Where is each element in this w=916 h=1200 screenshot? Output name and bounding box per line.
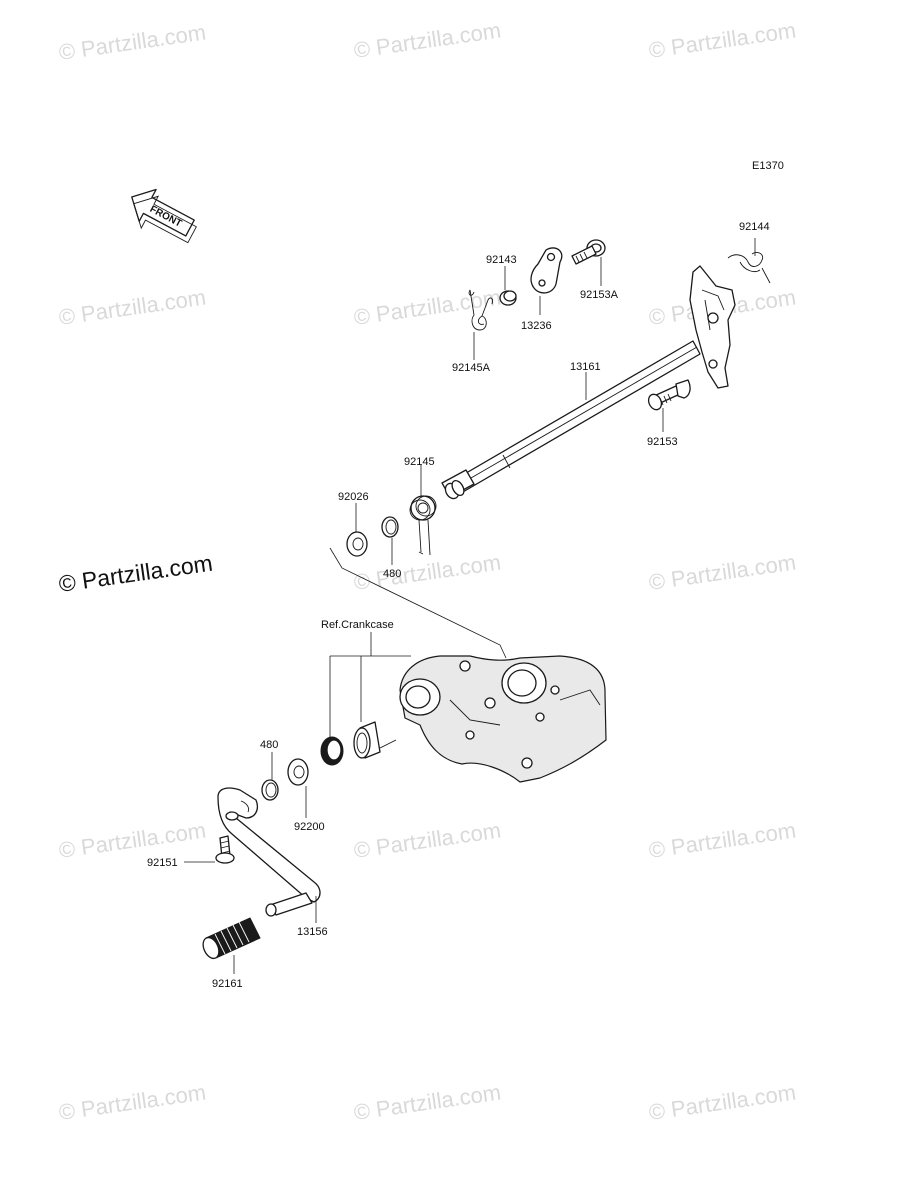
label-92161: 92161 [212, 978, 243, 990]
part-labels: 92144 92143 13236 92153A 92145A 13161 92… [147, 221, 770, 990]
diagram-code: E1370 [752, 160, 784, 172]
crankcase [399, 655, 607, 783]
watermark: © Partzilla.com [57, 20, 207, 65]
spring-92145 [409, 495, 437, 556]
label-92151: 92151 [147, 857, 178, 869]
bolt-92153 [647, 379, 691, 411]
circlip-480-bottom [261, 779, 279, 801]
label-13161: 13161 [570, 361, 601, 373]
label-92144: 92144 [739, 221, 770, 233]
spring-92144 [727, 251, 771, 284]
guide-line [329, 547, 507, 659]
label-92145: 92145 [404, 456, 435, 468]
label-92026: 92026 [338, 491, 369, 503]
label-13236: 13236 [521, 320, 552, 332]
label-92143: 92143 [486, 254, 517, 266]
lever-13236 [530, 247, 563, 294]
ref-bracket [329, 632, 411, 742]
needle-bearing [353, 721, 397, 759]
watermark: © Partzilla.com [352, 550, 502, 595]
watermark: © Partzilla.com [352, 818, 502, 863]
watermark: © Partzilla.com [57, 818, 207, 863]
label-480-top: 480 [383, 568, 401, 580]
watermark: © Partzilla.com [647, 1080, 797, 1125]
watermark: © Partzilla.com [352, 18, 502, 63]
bolt-92151 [215, 835, 235, 864]
label-92153a: 92153A [580, 289, 619, 301]
shift-shaft-13161 [441, 265, 736, 500]
label-480-bottom: 480 [260, 739, 278, 751]
front-arrow-icon: FRONT [131, 188, 197, 244]
washer-92200 [287, 758, 309, 786]
washer-92026 [346, 531, 368, 557]
watermark: © Partzilla.com [57, 285, 207, 330]
label-92200: 92200 [294, 821, 325, 833]
circlip-480-top [381, 516, 399, 538]
bolt-92153a [571, 239, 606, 265]
watermark: © Partzilla.com [647, 550, 797, 595]
label-92153: 92153 [647, 436, 678, 448]
collar-92143 [499, 290, 517, 306]
leader-lines [184, 238, 756, 974]
watermark: © Partzilla.com [647, 18, 797, 63]
watermark-main: © Partzilla.com [57, 550, 214, 597]
label-92145a: 92145A [452, 362, 491, 374]
watermark: © Partzilla.com [352, 285, 502, 330]
label-ref-crankcase: Ref.Crankcase [321, 619, 394, 631]
label-13156: 13156 [297, 926, 328, 938]
oil-seal [320, 736, 344, 766]
watermark: © Partzilla.com [57, 1080, 207, 1125]
spring-92145a [468, 289, 493, 331]
watermark: © Partzilla.com [647, 818, 797, 863]
watermark: © Partzilla.com [352, 1080, 502, 1125]
pedal-13156 [217, 787, 321, 917]
rubber-92161 [202, 917, 261, 960]
watermark-layer: © Partzilla.com © Partzilla.com © Partzi… [57, 18, 797, 1125]
